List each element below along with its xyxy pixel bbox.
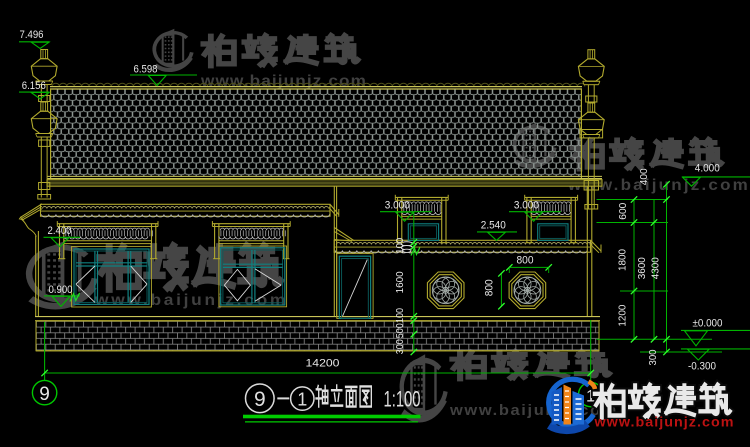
svg-text:9: 9	[254, 388, 266, 411]
svg-text:7.496: 7.496	[20, 29, 44, 41]
svg-text:1:100: 1:100	[384, 386, 421, 411]
svg-text:100: 100	[395, 308, 406, 323]
svg-text:0.900: 0.900	[49, 284, 73, 296]
svg-text:3600: 3600	[637, 257, 648, 279]
svg-text:800: 800	[483, 279, 495, 296]
svg-text:6.598: 6.598	[134, 63, 158, 75]
svg-text:300: 300	[395, 339, 406, 354]
svg-text:4.000: 4.000	[695, 163, 720, 175]
svg-text:3.000: 3.000	[385, 200, 410, 212]
svg-text:-0.300: -0.300	[688, 360, 716, 372]
svg-text:9: 9	[39, 384, 50, 405]
svg-text:4300: 4300	[651, 257, 662, 279]
svg-text:1800: 1800	[618, 249, 629, 271]
svg-text:1: 1	[297, 389, 307, 409]
svg-text:6.156: 6.156	[22, 80, 46, 92]
svg-text:2.540: 2.540	[481, 219, 506, 231]
svg-text:800: 800	[517, 254, 534, 266]
svg-text:www.baijunjz.com: www.baijunjz.com	[567, 177, 750, 194]
svg-text:2.400: 2.400	[48, 225, 72, 237]
svg-text:400: 400	[639, 168, 650, 185]
svg-text:500: 500	[395, 323, 406, 338]
svg-text:100: 100	[395, 237, 406, 253]
svg-text:1200: 1200	[618, 304, 629, 326]
svg-text:1: 1	[586, 387, 595, 406]
svg-text:www.baijunjz.com: www.baijunjz.com	[200, 73, 367, 90]
svg-text:www.baijunjz.com: www.baijunjz.com	[593, 414, 734, 430]
svg-text:300: 300	[648, 349, 659, 365]
svg-text:14200: 14200	[306, 357, 340, 369]
svg-text:±0.000: ±0.000	[693, 317, 723, 329]
svg-text:600: 600	[618, 202, 629, 219]
svg-text:3.000: 3.000	[514, 200, 539, 212]
svg-text:1600: 1600	[395, 271, 406, 293]
